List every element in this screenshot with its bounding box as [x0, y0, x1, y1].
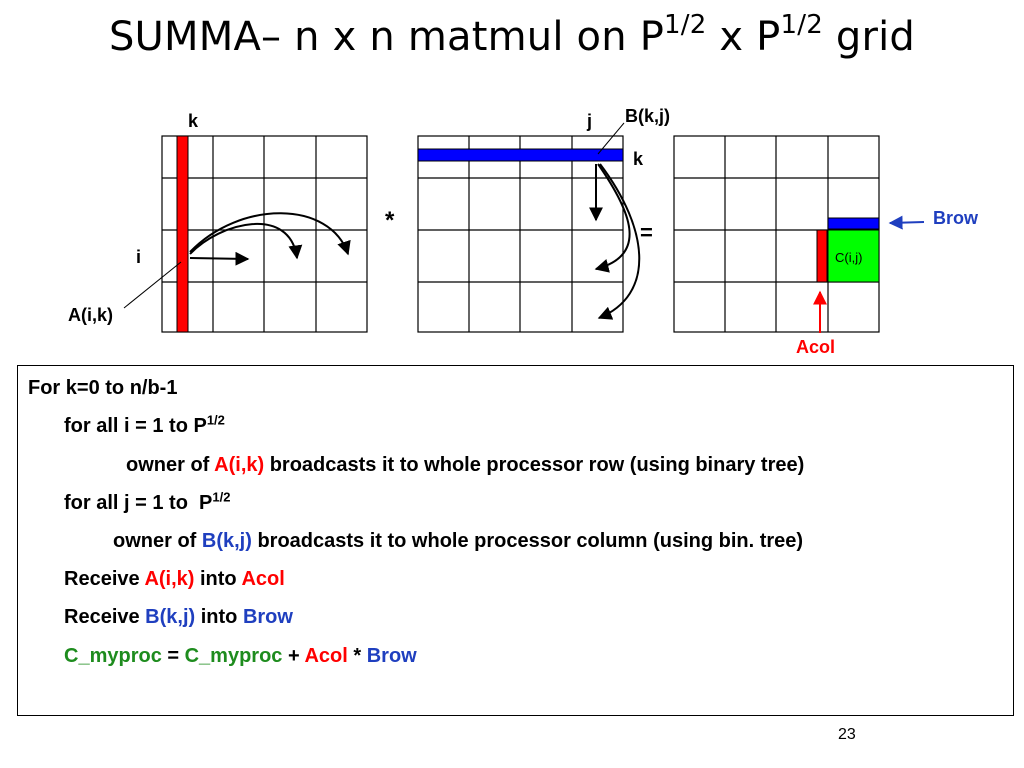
algo-line-broadcast-b: owner of B(k,j) broadcasts it to whole p…: [113, 530, 804, 552]
row-broadcast-arrows: [189, 212, 351, 266]
label-cij: C(i,j): [835, 250, 862, 265]
algo-line-receive-b: Receive B(k,j) into Brow: [64, 606, 293, 628]
label-brow: Brow: [933, 208, 979, 228]
label-k-b: k: [633, 149, 644, 169]
op-equals: =: [640, 220, 653, 245]
column-broadcast-arrows: [589, 163, 641, 320]
brow-bar-c: [827, 217, 880, 230]
c-cell-ij: [827, 229, 880, 283]
title-end: grid: [822, 14, 916, 60]
title-exponent-2: 1/2: [780, 9, 823, 40]
aik-pointer-line: [123, 261, 182, 309]
title-exponent-1: 1/2: [664, 9, 707, 40]
label-i: i: [136, 247, 141, 267]
label-k-a: k: [188, 111, 199, 131]
algo-line-for-j: for all j = 1 to P1/2: [64, 489, 231, 514]
algo-line-outer-loop: For k=0 to n/b-1: [28, 377, 178, 399]
acol-bar-c: [816, 229, 828, 283]
algo-line-broadcast-a: owner of A(i,k) broadcasts it to whole p…: [126, 454, 805, 476]
label-aik: A(i,k): [68, 305, 113, 325]
summa-diagram: k i A(i,k) * j B(k,j) k = C(i,j) Brow A: [68, 106, 979, 357]
bkj-pointer-line: [597, 122, 625, 155]
label-acol: Acol: [796, 337, 835, 357]
slide-title: SUMMA– n x n matmul on P1/2 x P1/2 grid: [0, 12, 1024, 60]
label-bkj: B(k,j): [625, 106, 670, 126]
acol-bar-a: [176, 135, 189, 333]
page-number: 23: [838, 726, 856, 743]
brow-arrow: [888, 215, 925, 230]
algo-line-for-i: for all i = 1 to P1/2: [64, 412, 225, 437]
op-multiply: *: [385, 207, 395, 234]
algo-line-update-c: C_myproc = C_myproc + Acol * Brow: [64, 645, 417, 667]
title-main: SUMMA– n x n matmul on P: [108, 14, 665, 60]
matrix-b-grid: [417, 135, 624, 333]
algorithm-box: For k=0 to n/b-1 for all i = 1 to P1/2 o…: [17, 365, 1014, 716]
title-mid: x P: [706, 14, 781, 60]
algo-line-receive-a: Receive A(i,k) into Acol: [64, 568, 285, 590]
brow-bar-b: [417, 148, 624, 162]
label-j: j: [586, 111, 592, 131]
